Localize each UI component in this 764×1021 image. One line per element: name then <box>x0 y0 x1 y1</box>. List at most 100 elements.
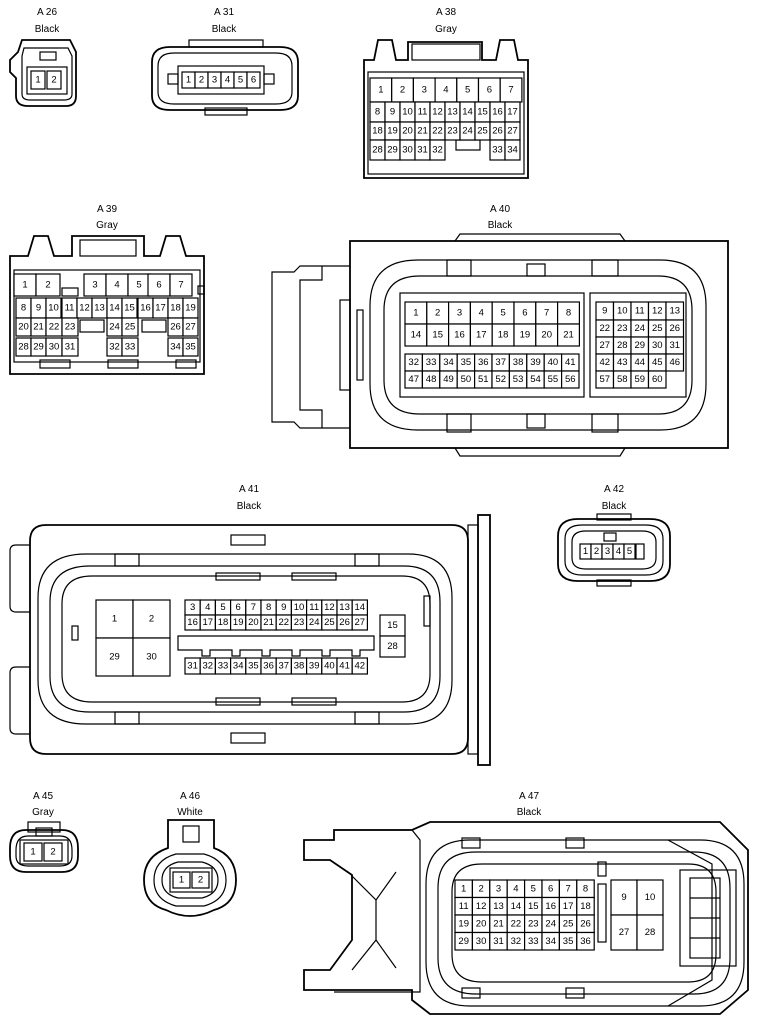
pin-label: 17 <box>563 901 574 912</box>
pin-label: 23 <box>528 918 539 929</box>
pin-label: 24 <box>109 322 120 333</box>
pin-label: 21 <box>417 126 428 137</box>
pin-label: 23 <box>617 323 628 334</box>
pin-label: 1 <box>378 85 383 96</box>
pin-label: 42 <box>599 357 610 368</box>
pin-label: 38 <box>513 357 524 368</box>
pin-label: 30 <box>652 340 663 351</box>
connector-a40-id: A 40 <box>490 204 510 215</box>
connector-a39-id: A 39 <box>97 204 117 215</box>
pin-label: 24 <box>634 323 645 334</box>
pin-cell <box>61 317 79 337</box>
pin-label: 15 <box>387 620 398 631</box>
pin-label: 4 <box>513 883 518 894</box>
pin-label: 9 <box>281 602 286 613</box>
pin-label: 22 <box>279 617 290 628</box>
pin-label: 20 <box>248 617 259 628</box>
pin-label: 9 <box>390 107 395 118</box>
pin-label: 31 <box>417 145 428 156</box>
pin-label: 30 <box>49 342 60 353</box>
pin-label: 12 <box>652 306 663 317</box>
pin-label: 29 <box>387 145 398 156</box>
pin-label: 22 <box>511 918 522 929</box>
pin-label: 15 <box>432 330 443 341</box>
pin-label: 7 <box>565 883 570 894</box>
connector-a42-id: A 42 <box>604 484 624 495</box>
blank-cavity <box>61 287 79 297</box>
pin-cell <box>169 273 193 297</box>
connector-a42: A 42 Black 1 2 3 4 5 <box>557 484 671 587</box>
pin-label: 9 <box>621 892 626 903</box>
pin-label: 54 <box>530 374 541 385</box>
pin-label: 8 <box>21 303 26 314</box>
connector-a38-id: A 38 <box>436 7 456 18</box>
pin-label: 3 <box>422 85 427 96</box>
pin-label: 33 <box>125 342 136 353</box>
connector-a41-id: A 41 <box>239 484 259 495</box>
pin-label: 7 <box>508 85 513 96</box>
pin-label: 37 <box>279 661 290 672</box>
pin-label: 46 <box>669 357 680 368</box>
pin-label: 29 <box>458 936 469 947</box>
pin-label: 13 <box>493 901 504 912</box>
pin-label: 28 <box>372 145 383 156</box>
pin-label: 5 <box>136 280 141 291</box>
pin-cell <box>132 637 171 677</box>
pin-label: 34 <box>233 661 244 672</box>
pin-label: 18 <box>580 901 591 912</box>
pin-label: 47 <box>408 374 419 385</box>
pin-label: 32 <box>432 145 443 156</box>
pin-label: 23 <box>65 322 76 333</box>
pin-label: 5 <box>531 883 536 894</box>
connector-a47-color: Black <box>517 807 542 818</box>
pin-label: 21 <box>33 322 44 333</box>
pin-label: 9 <box>602 306 607 317</box>
pin-label: 30 <box>476 936 487 947</box>
pin-label: 36 <box>580 936 591 947</box>
pin-label: 15 <box>124 303 135 314</box>
pin-label: 35 <box>185 342 196 353</box>
pin-label: 18 <box>372 126 383 137</box>
pin-label: 5 <box>627 546 632 557</box>
pin-label: 4 <box>616 546 621 557</box>
pin-label: 11 <box>635 306 645 317</box>
blank-cavity <box>141 319 167 333</box>
pin-label: 5 <box>500 308 505 319</box>
pin-label: 10 <box>617 306 628 317</box>
pin-label: 25 <box>652 323 663 334</box>
pin-label: 57 <box>599 374 610 385</box>
pin-label: 28 <box>387 641 398 652</box>
pin-label: 32 <box>203 661 214 672</box>
pin-label: 12 <box>324 602 335 613</box>
connector-a38-color: Gray <box>435 24 457 35</box>
connector-a31-color: Black <box>212 24 237 35</box>
pin-label: 13 <box>94 303 105 314</box>
pin-label: 8 <box>375 107 380 118</box>
pin-label: 26 <box>170 322 181 333</box>
connector-a41-color: Black <box>237 501 262 512</box>
pin-cell <box>351 614 369 631</box>
connector-a41: A 41 Black <box>9 484 491 766</box>
pin-label: 13 <box>339 602 350 613</box>
pin-cell <box>121 337 139 357</box>
pin-label: 1 <box>583 546 588 557</box>
pin-cell <box>35 273 61 297</box>
pin-label: 2 <box>198 875 203 886</box>
pin-label: 25 <box>563 918 574 929</box>
pin-cell <box>121 317 139 337</box>
pin-label: 13 <box>447 107 458 118</box>
pin-label: 11 <box>65 303 75 314</box>
pin-label: 28 <box>617 340 628 351</box>
pin-label: 29 <box>33 342 44 353</box>
pin-label: 3 <box>605 546 610 557</box>
pin-label: 6 <box>522 308 527 319</box>
pin-label: 20 <box>402 126 413 137</box>
pin-cell <box>636 879 664 916</box>
pin-label: 4 <box>205 602 210 613</box>
connector-a45: A 45 Gray 1 2 <box>9 791 79 873</box>
pin-label: 40 <box>548 357 559 368</box>
pin-label: 16 <box>454 330 465 341</box>
pin-label: 4 <box>114 280 119 291</box>
pin-label: 34 <box>443 357 454 368</box>
pin-label: 31 <box>187 661 198 672</box>
